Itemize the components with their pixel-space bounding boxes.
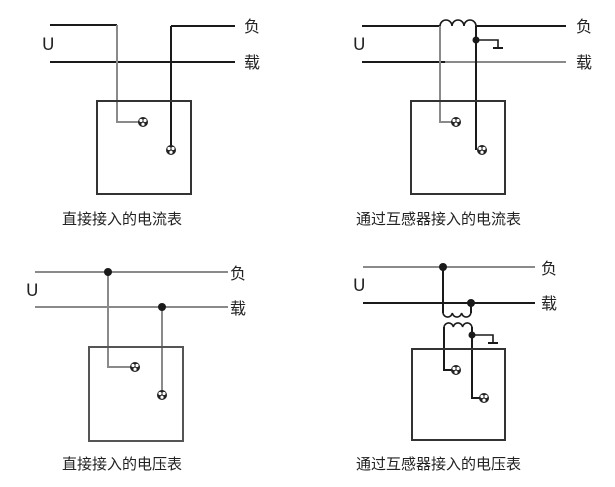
terminal-icon: [477, 145, 487, 155]
ct-coil-icon: [439, 19, 477, 27]
load-label-bottom: 载: [541, 294, 557, 313]
terminal-icon: [138, 117, 148, 127]
terminal-icon: [451, 365, 461, 375]
ground-wire: [476, 39, 499, 48]
panel-direct-voltmeter: U 负 载 直接接入的电压表: [26, 264, 246, 473]
terminal-icon: [157, 390, 167, 400]
terminal-icon: [130, 362, 140, 372]
panel-pt-voltmeter: U 负 载 通过互感器接入的电压表: [353, 259, 557, 473]
load-label-bottom: 载: [576, 53, 592, 72]
panel-direct-ammeter: U 负 载 直接接入的电流表: [42, 17, 260, 228]
junction-dot: [104, 268, 112, 276]
wire-in: [439, 26, 454, 123]
meter-box: [411, 348, 506, 441]
voltage-label: U: [353, 276, 365, 296]
load-label-top: 负: [230, 264, 246, 283]
wire-in: [116, 25, 142, 123]
terminal-icon: [451, 117, 461, 127]
wire-phase: [107, 272, 134, 368]
caption: 直接接入的电流表: [62, 210, 182, 228]
load-label-top: 负: [541, 259, 557, 278]
terminal-icon: [166, 145, 176, 155]
wire-out: [471, 327, 480, 399]
terminal-icon: [479, 393, 489, 403]
meter-box: [410, 100, 506, 195]
load-label-bottom: 载: [244, 53, 260, 72]
pt-secondary-coil-icon: [443, 322, 473, 328]
caption: 通过互感器接入的电压表: [356, 455, 521, 473]
panel-ct-ammeter: U 负 载 通过互感器接入的电流表: [353, 17, 592, 228]
junction-dot: [158, 303, 166, 311]
caption: 直接接入的电压表: [62, 455, 182, 473]
ground-wire: [472, 334, 494, 342]
meter-box: [88, 346, 184, 442]
pt-primary-coil-icon: [442, 312, 472, 318]
voltage-label: U: [353, 35, 365, 55]
voltage-label: U: [26, 281, 38, 301]
load-label-top: 负: [244, 17, 260, 36]
load-label-bottom: 载: [230, 299, 246, 318]
caption: 通过互感器接入的电流表: [356, 210, 521, 228]
load-label-top: 负: [576, 17, 592, 36]
meter-box: [96, 100, 192, 195]
voltage-label: U: [42, 35, 54, 55]
